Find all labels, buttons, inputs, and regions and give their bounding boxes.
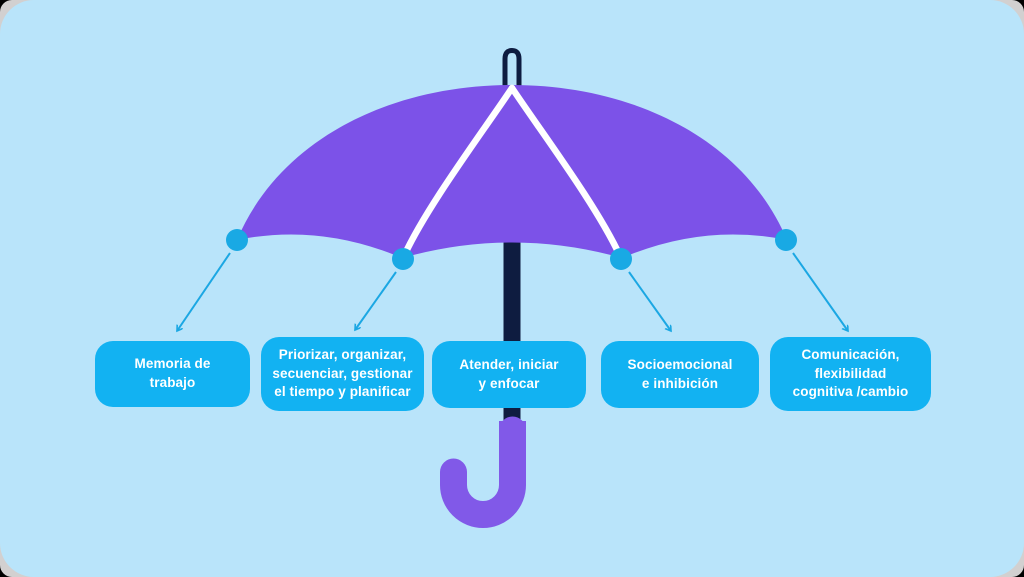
joint-dot-3 [610, 248, 632, 270]
connector-arrow-2 [355, 271, 397, 330]
label-box-text: Socioemocional e inhibición [627, 356, 733, 391]
umbrella-rib-right [508, 84, 624, 260]
connector-arrow-1 [177, 252, 231, 331]
label-box-text: Memoria de trabajo [134, 356, 211, 390]
connector-arrow-4 [792, 252, 848, 331]
joint-dot-2 [392, 248, 414, 270]
label-box-socioemocional: Socioemocional e inhibición [601, 341, 759, 408]
label-box-text: Priorizar, organizar, secuenciar, gestio… [272, 346, 413, 400]
label-box-text: Atender, iniciar y enfocar [459, 356, 559, 391]
label-box-atender-iniciar: Atender, iniciar y enfocar [432, 341, 586, 408]
umbrella-ferrule [502, 48, 522, 93]
label-box-memoria-de-trabajo: Memoria de trabajo [95, 341, 250, 407]
umbrella-rib-left [400, 84, 516, 260]
umbrella-canopy [237, 85, 787, 258]
umbrella-handle [440, 416, 526, 528]
joint-dot-4 [775, 229, 797, 251]
label-box-priorizar-organizar: Priorizar, organizar, secuenciar, gestio… [261, 337, 424, 411]
connector-arrow-3 [628, 271, 671, 331]
label-box-text: Comunicación, flexibilidad cognitiva /ca… [792, 346, 909, 400]
label-box-comunicacion: Comunicación, flexibilidad cognitiva /ca… [770, 337, 931, 411]
joint-dot-1 [226, 229, 248, 251]
